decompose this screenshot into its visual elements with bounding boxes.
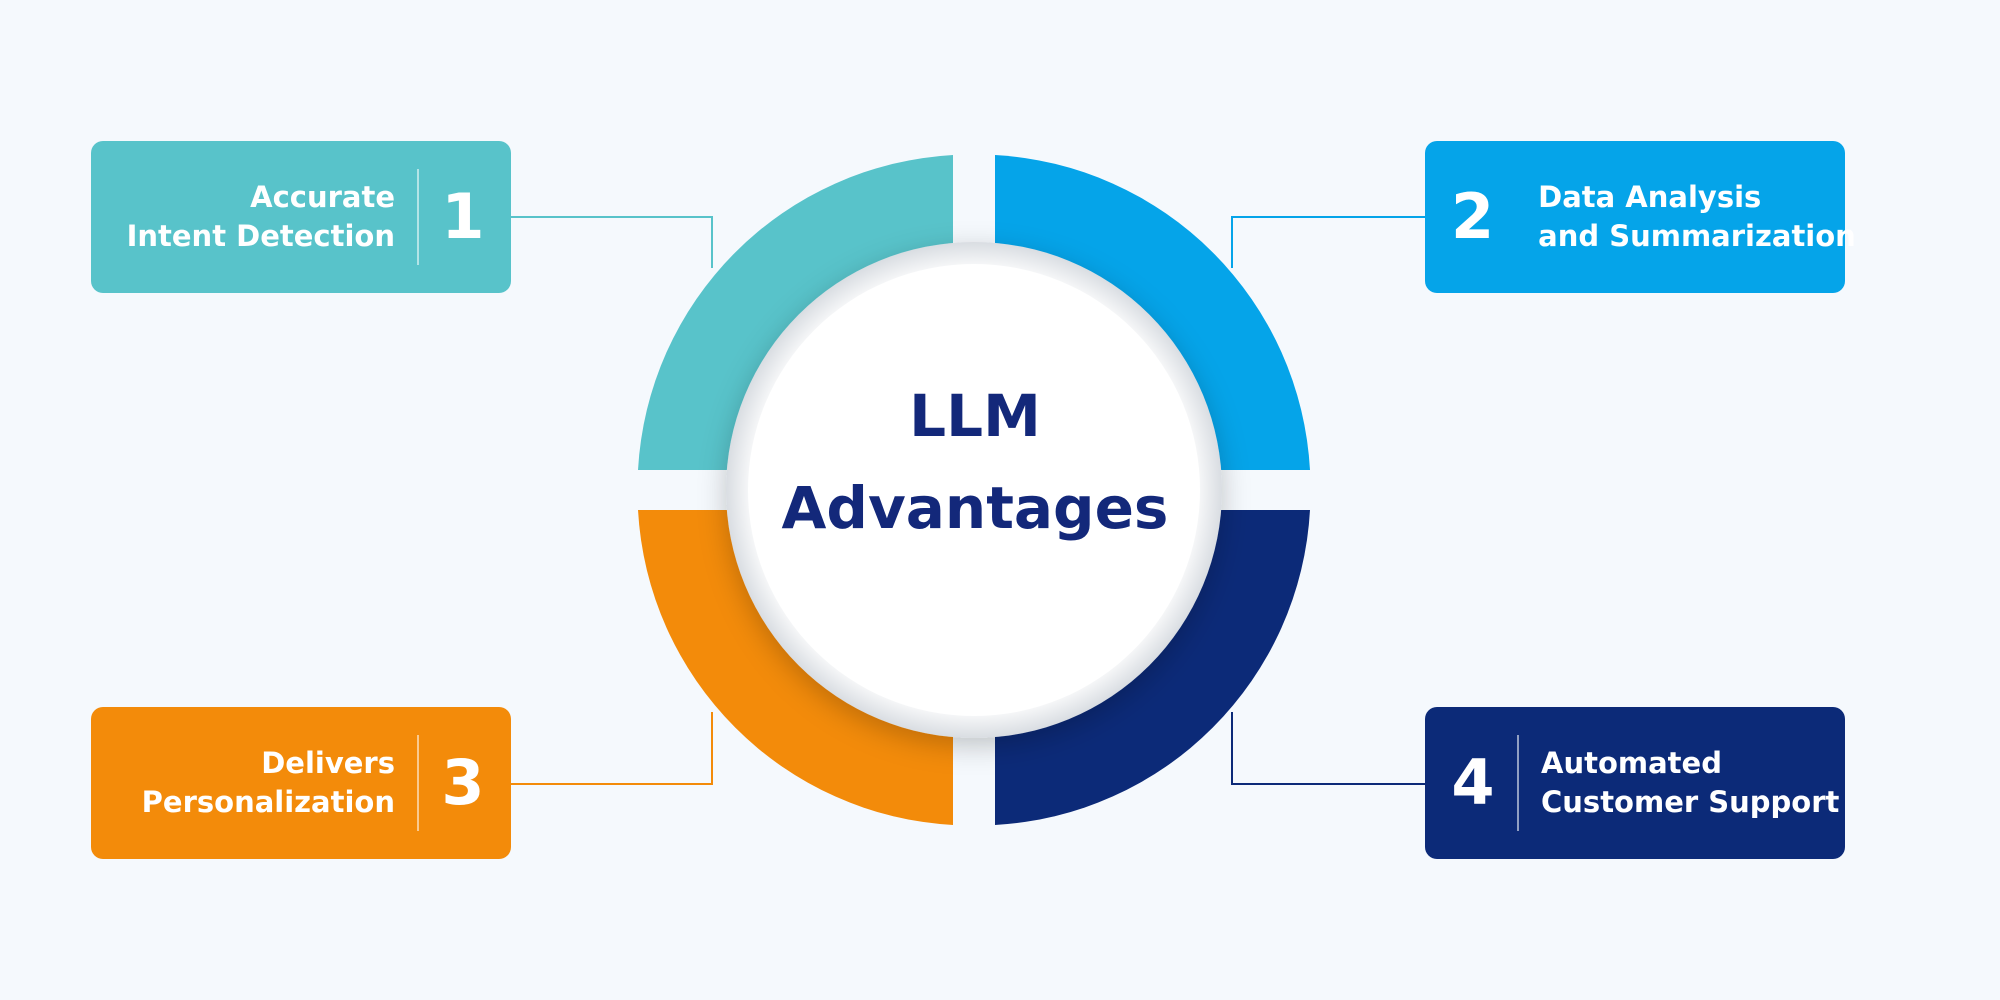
advantage-card-4-divider — [1517, 735, 1519, 831]
connector-line-3 — [511, 712, 713, 785]
advantage-card-3-line-1: Delivers — [261, 746, 395, 780]
advantage-card-4-number: 4 — [1451, 746, 1495, 819]
advantage-card-1-divider — [417, 169, 419, 265]
advantage-card-4-label: Automated Customer Support — [1541, 744, 1839, 822]
center-title-line-2: Advantages — [781, 474, 1169, 542]
advantage-card-3-label: Delivers Personalization — [142, 744, 395, 822]
advantage-card-3-line-2: Personalization — [141, 785, 395, 819]
advantage-card-2-label: Data Analysis and Summarization — [1538, 178, 1856, 256]
advantage-card-1-line-2: Intent Detection — [126, 219, 395, 253]
advantage-card-3-number: 3 — [441, 746, 485, 819]
advantage-card-3: Delivers Personalization 3 — [91, 707, 511, 859]
advantage-card-1-number: 1 — [441, 180, 485, 253]
advantage-card-1-line-1: Accurate — [250, 180, 395, 214]
center-title: LLM Advantages — [740, 370, 1210, 580]
connector-line-2 — [1231, 216, 1425, 268]
connector-line-1 — [511, 216, 713, 268]
connector-line-4 — [1231, 712, 1425, 785]
advantage-card-1-label: Accurate Intent Detection — [127, 178, 395, 256]
advantage-card-4-line-1: Automated — [1541, 746, 1722, 780]
advantage-card-2-line-2: and Summarization — [1538, 219, 1856, 253]
center-circle — [748, 264, 1200, 716]
advantage-card-1: Accurate Intent Detection 1 — [91, 141, 511, 293]
advantage-card-4: 4 Automated Customer Support — [1425, 707, 1845, 859]
advantage-card-2: 2 Data Analysis and Summarization — [1425, 141, 1856, 293]
advantage-card-4-line-2: Customer Support — [1541, 785, 1840, 819]
advantage-card-2-line-1: Data Analysis — [1538, 180, 1762, 214]
advantage-card-3-divider — [417, 735, 419, 831]
center-title-line-1: LLM — [909, 382, 1041, 450]
advantage-card-2-number: 2 — [1451, 180, 1495, 253]
